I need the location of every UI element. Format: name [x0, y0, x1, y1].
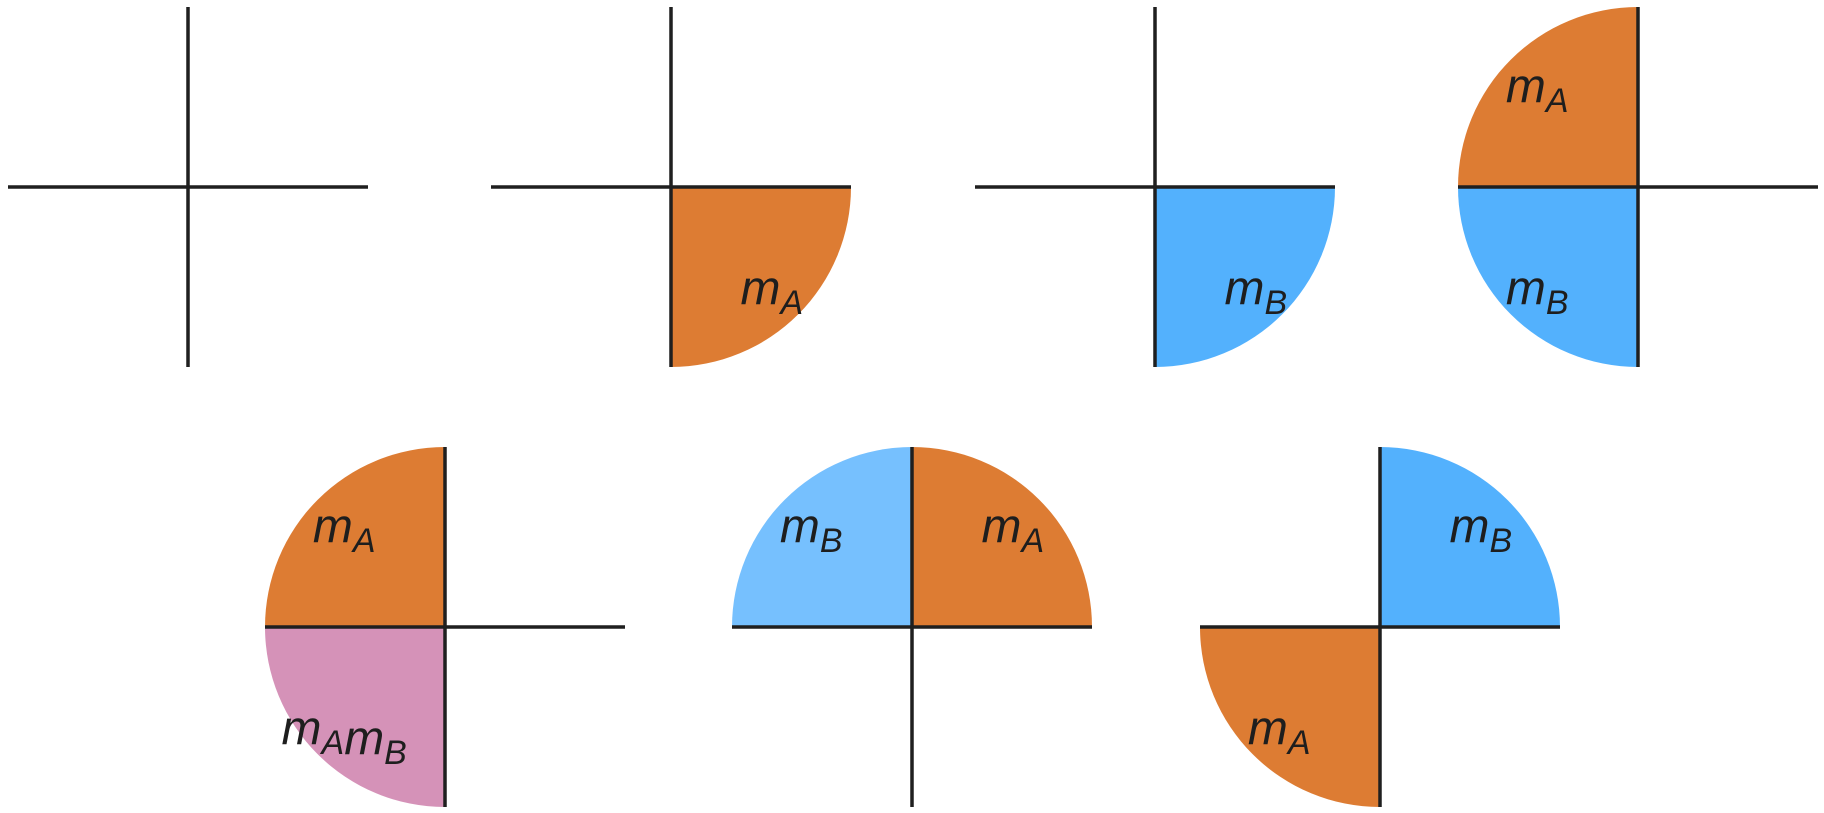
sector-bottom-left: [265, 627, 445, 807]
sector-label-top-left: mB: [780, 500, 843, 560]
panel-4-ma-mb: mA mB: [1458, 7, 1818, 367]
sector-bottom-right: [1155, 187, 1335, 367]
panel-7-mb-ma: mB mA: [1200, 447, 1560, 807]
panel-2-ma: mA: [491, 7, 851, 367]
sector-top-right: [1380, 447, 1560, 627]
sector-top-left: [732, 447, 912, 627]
sector-bottom-left: [1200, 627, 1380, 807]
sector-label-top-right: mB: [1449, 500, 1512, 560]
sector-label-top-left: mA: [1506, 60, 1569, 120]
panel-3-mb: mB: [975, 7, 1335, 367]
sector-label-top-left: mA: [313, 500, 376, 560]
sector-label-bottom-left: mA: [1248, 702, 1311, 762]
sector-top-left: [265, 447, 445, 627]
sector-label-top-right: mA: [981, 500, 1044, 560]
sector-bottom-right: [671, 187, 851, 367]
sector-bottom-left: [1458, 187, 1638, 367]
panel-1-empty: [8, 7, 368, 367]
sector-label-bottom-left: mB: [1506, 262, 1569, 322]
sector-label-bottom-right: mA: [740, 262, 803, 322]
sector-top-right: [912, 447, 1092, 627]
panel-5-ma-mamb: mA mAmB: [265, 447, 625, 807]
sector-label-bottom-left: mAmB: [282, 702, 407, 772]
sector-top-left: [1458, 7, 1638, 187]
sector-label-bottom-right: mB: [1224, 262, 1287, 322]
panel-6-mb-ma: mB mA: [732, 447, 1092, 807]
